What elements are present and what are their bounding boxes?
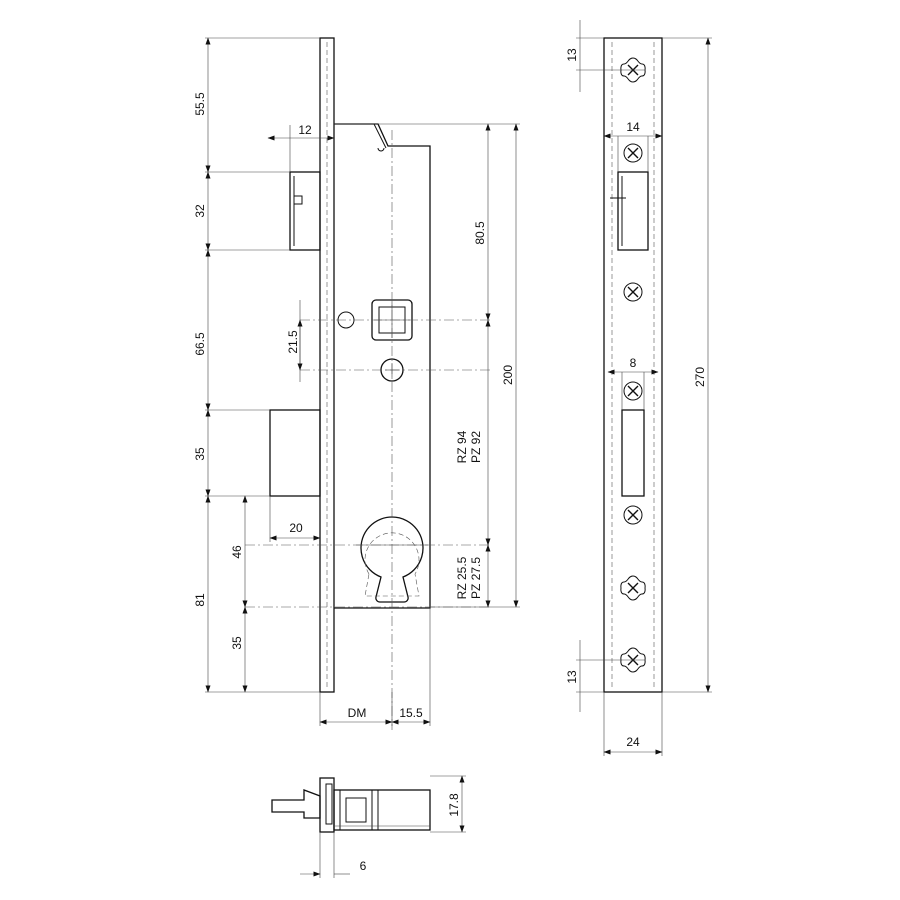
bottom-case (333, 789, 431, 831)
strike-latch-recess (610, 171, 649, 251)
strike-screw-4 (623, 381, 643, 401)
extension-lines-main (205, 37, 520, 726)
dim-12: 12 (298, 123, 312, 137)
dimension-texts-main: 55.5 32 66.5 35 81 46 35 21.5 80.5 200 R… (193, 92, 515, 720)
dim-dm: DM (348, 706, 367, 720)
dim-81: 81 (193, 593, 207, 607)
bottom-view: 17.8 6 (271, 775, 466, 878)
latch-lever (373, 123, 387, 152)
dim-24: 24 (626, 735, 640, 749)
faceplate (319, 37, 335, 693)
lock-body-view (245, 37, 490, 730)
dim-35-lower: 35 (230, 636, 244, 650)
dim-35-upper: 35 (193, 447, 207, 461)
dim-80-5: 80.5 (473, 221, 487, 245)
label-pz-27-5: PZ 27.5 (469, 557, 483, 599)
strike-screw-2 (623, 143, 643, 163)
label-rz-25-5: RZ 25.5 (455, 556, 469, 599)
dim-55-5: 55.5 (193, 92, 207, 116)
dim-17-8: 17.8 (447, 793, 461, 817)
strike-screw-6 (620, 575, 646, 601)
dim-13-bottom: 13 (565, 670, 579, 684)
label-rz-94: RZ 94 (455, 430, 469, 463)
bottom-slot (345, 797, 367, 823)
dim-20: 20 (289, 521, 303, 535)
dim-270: 270 (693, 367, 707, 387)
dim-8: 8 (630, 356, 637, 370)
strike-plate (603, 37, 663, 693)
dimension-lines-main (205, 37, 519, 725)
bottom-faceplate-inner (325, 783, 333, 825)
dim-200: 200 (501, 365, 515, 385)
strike-plate-view: 13 13 270 24 14 8 (565, 20, 712, 756)
label-pz-92: PZ 92 (469, 431, 483, 463)
latch-bolt (289, 171, 321, 251)
dim-6: 6 (360, 859, 367, 873)
bottom-bolt (271, 789, 321, 819)
dim-15-5: 15.5 (399, 706, 423, 720)
strike-bolt-recess (621, 409, 645, 497)
strike-screw-5 (623, 505, 643, 525)
dim-13-top: 13 (565, 48, 579, 62)
dim-46: 46 (230, 545, 244, 559)
dim-21-5: 21.5 (286, 330, 300, 354)
dim-14: 14 (626, 120, 640, 134)
strike-screw-3 (623, 282, 643, 302)
dead-bolt (269, 409, 321, 497)
dim-32: 32 (193, 204, 207, 218)
dim-66-5: 66.5 (193, 332, 207, 356)
